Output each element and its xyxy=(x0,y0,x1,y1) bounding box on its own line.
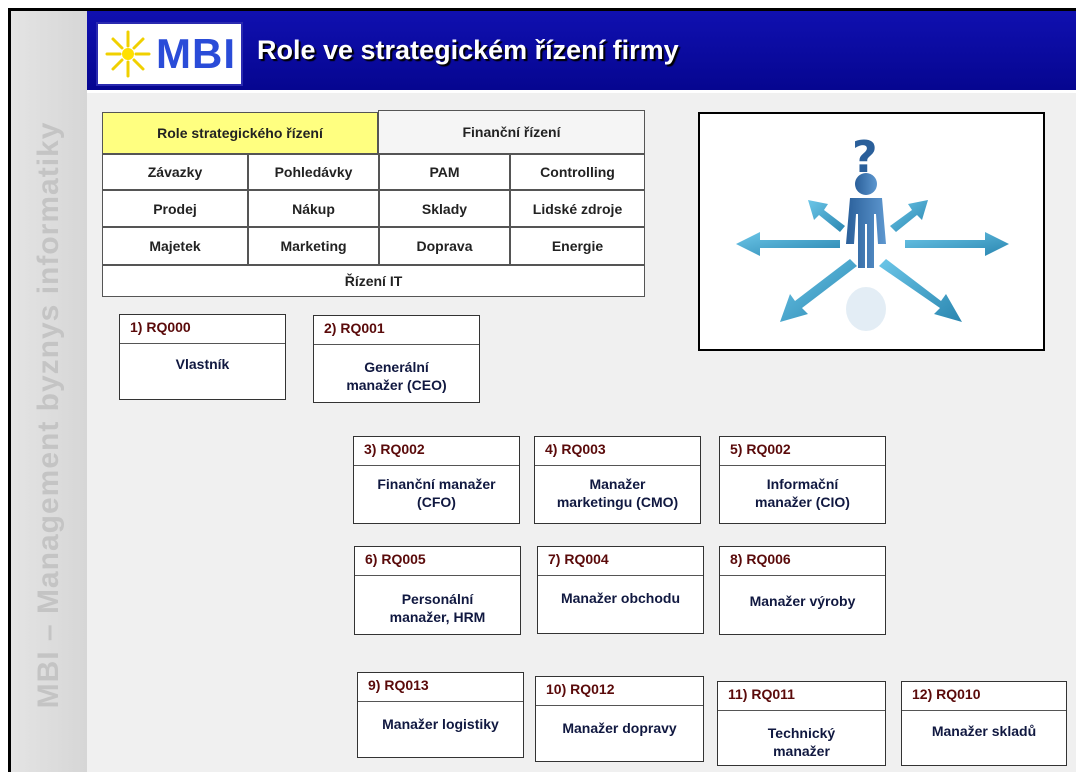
role-name: Manažer výroby xyxy=(749,593,856,609)
role-code: 3) RQ002 xyxy=(354,437,519,466)
sidebar-title: MBI – Management byznys informatiky xyxy=(32,121,65,709)
page-title: Role ve strategickém řízení firmy xyxy=(257,35,679,65)
role-code: 1) RQ000 xyxy=(120,315,285,344)
menu-receivables[interactable]: Pohledávky xyxy=(248,154,379,190)
role-code: 12) RQ010 xyxy=(902,682,1066,711)
menu-financial-management[interactable]: Finanční řízení xyxy=(378,110,645,154)
role-name: Manažer obchodu xyxy=(560,590,680,606)
strategy-picture: ? xyxy=(698,112,1045,351)
role-code: 6) RQ005 xyxy=(355,547,520,576)
logo-text: MBI xyxy=(156,30,236,77)
menu-warehouses[interactable]: Sklady xyxy=(379,190,510,227)
menu-human-resources[interactable]: Lidské zdroje xyxy=(510,190,645,227)
role-card[interactable]: 1) RQ000 Vlastník xyxy=(119,314,286,400)
role-code: 11) RQ011 xyxy=(718,682,885,711)
role-code: 4) RQ003 xyxy=(535,437,700,466)
role-card[interactable]: 11) RQ011 Technický manažer xyxy=(717,681,886,766)
menu-payroll[interactable]: PAM xyxy=(379,154,510,190)
role-code: 5) RQ002 xyxy=(720,437,885,466)
role-code: 8) RQ006 xyxy=(720,547,885,576)
header: MBI Role ve strategickém řízení firmy xyxy=(87,11,1076,93)
menu-assets[interactable]: Majetek xyxy=(102,227,248,265)
role-card[interactable]: 8) RQ006 Manažer výroby xyxy=(719,546,886,635)
menu-purchasing[interactable]: Nákup xyxy=(248,190,379,227)
role-code: 9) RQ013 xyxy=(358,673,523,702)
role-name: Generální manažer (CEO) xyxy=(346,359,447,393)
role-card[interactable]: 4) RQ003 Manažer marketingu (CMO) xyxy=(534,436,701,524)
role-name: Manažer skladů xyxy=(931,723,1037,739)
sidebar: MBI – Management byznys informatiky xyxy=(11,11,87,772)
role-card[interactable]: 5) RQ002 Informační manažer (CIO) xyxy=(719,436,886,524)
role-code: 10) RQ012 xyxy=(536,677,703,706)
person-question-arrows-icon: ? xyxy=(736,132,1009,331)
role-name: Vlastník xyxy=(175,356,230,372)
role-card[interactable]: 10) RQ012 Manažer dopravy xyxy=(535,676,704,762)
role-card[interactable]: 3) RQ002 Finanční manažer (CFO) xyxy=(353,436,520,524)
role-card[interactable]: 7) RQ004 Manažer obchodu xyxy=(537,546,704,634)
role-card[interactable]: 12) RQ010 Manažer skladů xyxy=(901,681,1067,766)
menu-energy[interactable]: Energie xyxy=(510,227,645,265)
menu-liabilities[interactable]: Závazky xyxy=(102,154,248,190)
slide: MBI – Management byznys informatiky MBI … xyxy=(8,8,1076,772)
menu-transport[interactable]: Doprava xyxy=(379,227,510,265)
question-mark-icon: ? xyxy=(852,132,878,183)
sun-icon xyxy=(105,30,151,78)
role-code: 7) RQ004 xyxy=(538,547,703,576)
role-name: Informační manažer (CIO) xyxy=(755,476,850,510)
role-name: Manažer logistiky xyxy=(382,716,499,732)
role-name: Technický manažer xyxy=(767,725,836,759)
menu-marketing[interactable]: Marketing xyxy=(248,227,379,265)
menu-role-strategic[interactable]: Role strategického řízení xyxy=(102,112,378,154)
mbi-logo[interactable]: MBI xyxy=(96,22,243,86)
role-code: 2) RQ001 xyxy=(314,316,479,345)
role-name: Manažer marketingu (CMO) xyxy=(556,476,679,510)
menu-it-management[interactable]: Řízení IT xyxy=(102,265,645,297)
role-name: Personální manažer, HRM xyxy=(389,591,486,625)
role-card[interactable]: 9) RQ013 Manažer logistiky xyxy=(357,672,524,758)
role-name: Manažer dopravy xyxy=(562,720,677,736)
role-name: Finanční manažer (CFO) xyxy=(377,476,496,510)
menu-controlling[interactable]: Controlling xyxy=(510,154,645,190)
person-icon xyxy=(846,173,886,331)
role-card[interactable]: 6) RQ005 Personální manažer, HRM xyxy=(354,546,521,635)
menu-sales[interactable]: Prodej xyxy=(102,190,248,227)
role-card[interactable]: 2) RQ001 Generální manažer (CEO) xyxy=(313,315,480,403)
